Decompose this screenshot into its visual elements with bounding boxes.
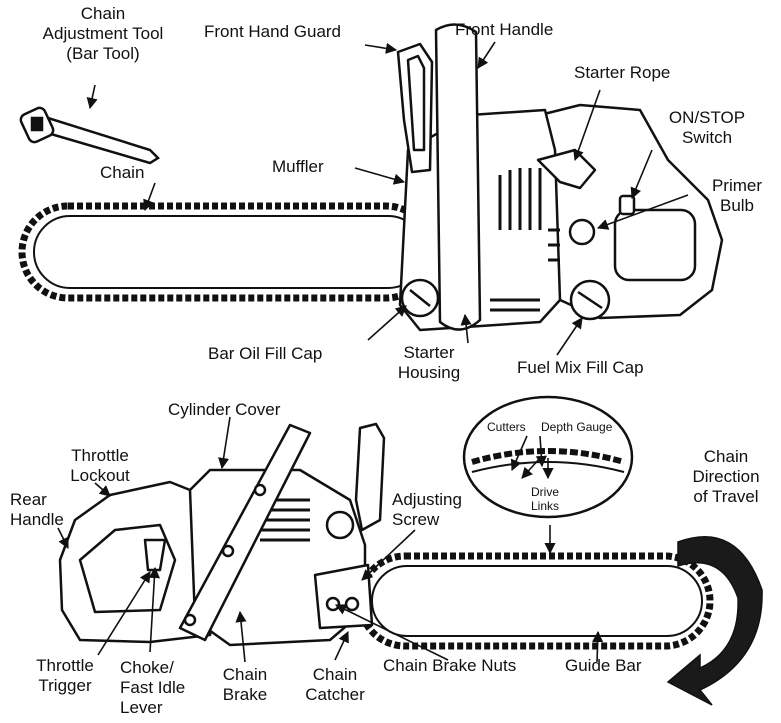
- label-bar-oil-fill-cap: Bar Oil Fill Cap: [208, 344, 323, 363]
- label-line: Rear: [10, 490, 47, 509]
- label-line: Chain: [703, 447, 749, 466]
- top-chain-loop: [18, 202, 436, 302]
- label-line: Screw: [392, 510, 440, 529]
- label-starter-rope: Starter Rope: [574, 63, 671, 82]
- bar-tool-icon: [19, 106, 160, 165]
- label-chain-top: Chain: [100, 163, 145, 182]
- top-saw-body: [396, 23, 724, 332]
- label-line: of Travel: [693, 487, 759, 506]
- label-guide-bar: Guide Bar: [565, 656, 642, 675]
- label-starter-housing: Starter Housing: [384, 343, 474, 383]
- label-line: Drive: [530, 485, 559, 499]
- label-line: Links: [530, 499, 559, 513]
- label-fuel-mix-fill-cap: Fuel Mix Fill Cap: [517, 358, 644, 377]
- label-line: Choke/: [120, 658, 174, 677]
- label-chain-direction: Chain Direction of Travel: [671, 447, 781, 507]
- label-throttle-lockout: Throttle Lockout: [55, 446, 145, 486]
- label-line: Catcher: [305, 685, 365, 704]
- label-front-handle: Front Handle: [455, 20, 554, 39]
- label-front-hand-guard: Front Hand Guard: [204, 22, 342, 41]
- label-chain-brake-nuts: Chain Brake Nuts: [383, 656, 517, 675]
- leader-lines: [57, 41, 689, 663]
- label-line: Throttle: [36, 656, 94, 675]
- label-on-stop-switch: ON/STOP Switch: [652, 108, 762, 148]
- label-line: (Bar Tool): [66, 44, 140, 63]
- label-line: Adjustment Tool: [42, 24, 164, 43]
- label-adjusting-screw: Adjusting Screw: [392, 490, 462, 530]
- label-throttle-trigger: Throttle Trigger: [20, 656, 110, 696]
- label-choke-fast-idle-lever: Choke/ Fast Idle Lever: [120, 658, 185, 718]
- label-drive-links: Drive Links: [520, 485, 570, 513]
- label-line: Chain: [222, 665, 268, 684]
- label-chain-adjustment-tool: Chain Adjustment Tool (Bar Tool): [28, 4, 178, 64]
- label-line: Bulb: [719, 196, 755, 215]
- label-chain-catcher: Chain Catcher: [290, 665, 380, 705]
- label-line: ON/STOP: [668, 108, 746, 127]
- label-depth-gauge: Depth Gauge: [541, 420, 613, 434]
- label-line: Starter: [403, 343, 455, 362]
- label-line: Primer: [711, 176, 763, 195]
- label-chain-brake: Chain Brake: [205, 665, 285, 705]
- label-cylinder-cover: Cylinder Cover: [168, 400, 281, 419]
- label-line: Brake: [222, 685, 268, 704]
- bottom-chain-loop: [356, 552, 714, 650]
- label-line: Lockout: [70, 466, 130, 485]
- label-cutters: Cutters: [487, 420, 526, 434]
- label-line: Trigger: [38, 676, 92, 695]
- label-line: Fast Idle: [120, 678, 186, 697]
- label-line: Adjusting: [392, 490, 462, 509]
- label-line: Handle: [10, 510, 64, 529]
- label-line: Chain: [80, 4, 126, 23]
- label-line: Lever: [120, 698, 163, 717]
- label-line: Switch: [681, 128, 733, 147]
- label-primer-bulb: Primer Bulb: [697, 176, 777, 216]
- bottom-saw-body: [58, 422, 386, 647]
- label-line: Chain: [312, 665, 358, 684]
- label-line: Throttle: [71, 446, 129, 465]
- label-muffler: Muffler: [272, 157, 324, 176]
- label-rear-handle: Rear Handle: [10, 490, 64, 530]
- label-line: Direction: [692, 467, 760, 486]
- chain-direction-arrow-icon: [666, 536, 763, 706]
- label-line: Housing: [397, 363, 461, 382]
